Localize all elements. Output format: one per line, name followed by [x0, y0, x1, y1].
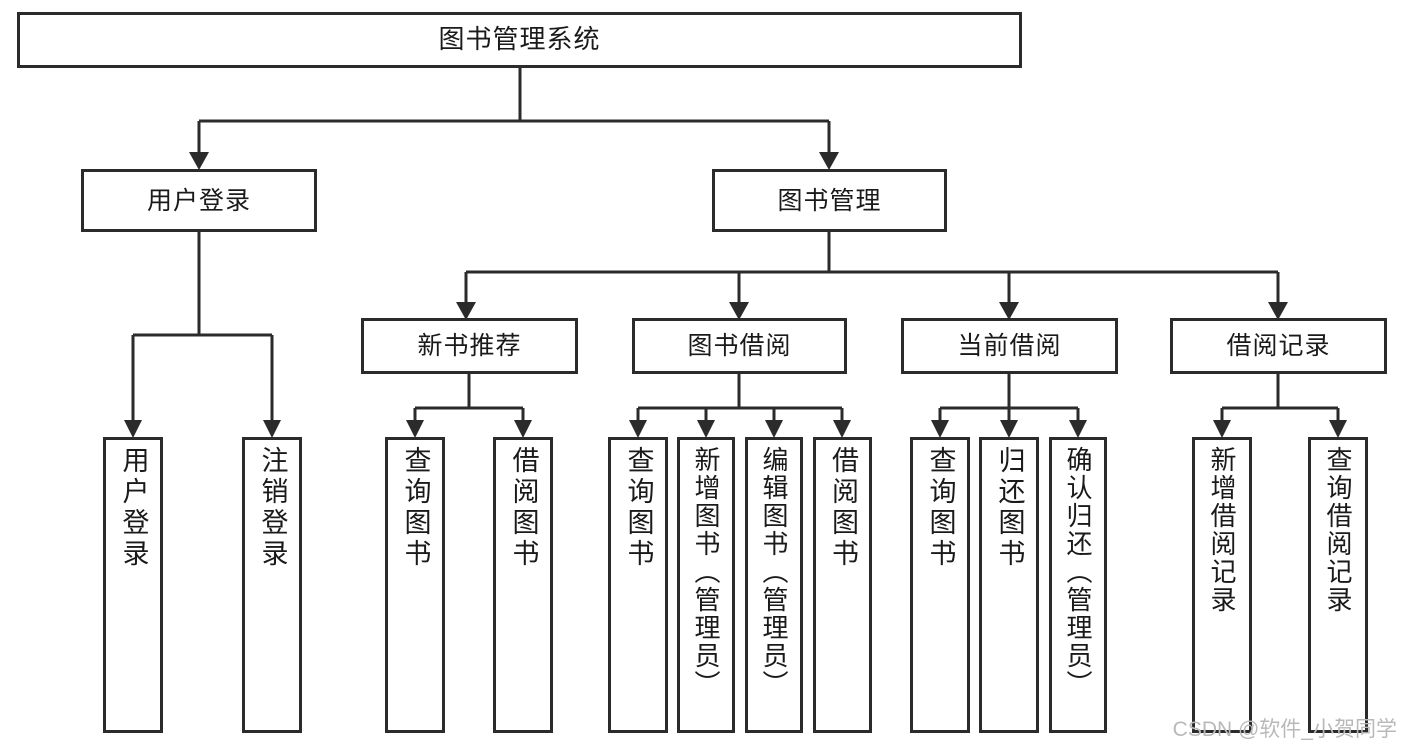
- leaf-borrow-book-1[interactable]: 借阅图书: [493, 437, 553, 733]
- node-book-manage-label: 图书管理: [777, 186, 882, 215]
- node-user-login[interactable]: 用户登录: [81, 169, 317, 232]
- node-new-book-rec[interactable]: 新书推荐: [361, 318, 578, 374]
- leaf-user-login-label: 用户登录: [118, 446, 149, 570]
- leaf-confirm-return[interactable]: 确认归还（管理员）: [1049, 437, 1107, 733]
- leaf-query-book-3[interactable]: 查询图书: [910, 437, 970, 733]
- leaf-add-record[interactable]: 新增借阅记录: [1192, 437, 1252, 733]
- leaf-confirm-return-label: 确认归还（管理员）: [1063, 446, 1093, 698]
- leaf-query-record[interactable]: 查询借阅记录: [1308, 437, 1368, 733]
- leaf-query-book-2[interactable]: 查询图书: [608, 437, 668, 733]
- leaf-query-record-label: 查询借阅记录: [1323, 446, 1353, 614]
- leaf-edit-book[interactable]: 编辑图书（管理员）: [745, 437, 803, 733]
- leaf-edit-book-label: 编辑图书（管理员）: [759, 446, 789, 698]
- node-current-borrow-label: 当前借阅: [957, 332, 1062, 360]
- leaf-query-book-3-label: 查询图书: [925, 446, 956, 570]
- leaf-logout[interactable]: 注销登录: [242, 437, 302, 733]
- leaf-query-book-2-label: 查询图书: [623, 446, 654, 570]
- node-book-borrow[interactable]: 图书借阅: [632, 318, 847, 374]
- node-root-label: 图书管理系统: [438, 24, 601, 55]
- node-new-book-rec-label: 新书推荐: [417, 332, 522, 360]
- leaf-add-book[interactable]: 新增图书（管理员）: [677, 437, 735, 733]
- leaf-borrow-book-2[interactable]: 借阅图书: [813, 437, 872, 733]
- leaf-query-book-1-label: 查询图书: [400, 446, 431, 570]
- node-borrow-record-label: 借阅记录: [1226, 332, 1331, 360]
- node-user-login-label: 用户登录: [146, 186, 251, 215]
- leaf-logout-label: 注销登录: [257, 446, 288, 570]
- node-borrow-record[interactable]: 借阅记录: [1170, 318, 1387, 374]
- leaf-query-book-1[interactable]: 查询图书: [385, 437, 445, 733]
- leaf-borrow-book-1-label: 借阅图书: [508, 446, 539, 570]
- leaf-return-book-label: 归还图书: [994, 446, 1025, 570]
- node-book-manage[interactable]: 图书管理: [712, 169, 947, 232]
- node-book-borrow-label: 图书借阅: [687, 332, 792, 360]
- node-root[interactable]: 图书管理系统: [17, 12, 1022, 68]
- watermark-text: CSDN @软件_小贺同学: [1172, 718, 1397, 741]
- leaf-return-book[interactable]: 归还图书: [979, 437, 1039, 733]
- leaf-add-book-label: 新增图书（管理员）: [691, 446, 721, 698]
- leaf-add-record-label: 新增借阅记录: [1207, 446, 1237, 614]
- leaf-user-login[interactable]: 用户登录: [103, 437, 163, 733]
- node-current-borrow[interactable]: 当前借阅: [901, 318, 1118, 374]
- leaf-borrow-book-2-label: 借阅图书: [828, 446, 858, 570]
